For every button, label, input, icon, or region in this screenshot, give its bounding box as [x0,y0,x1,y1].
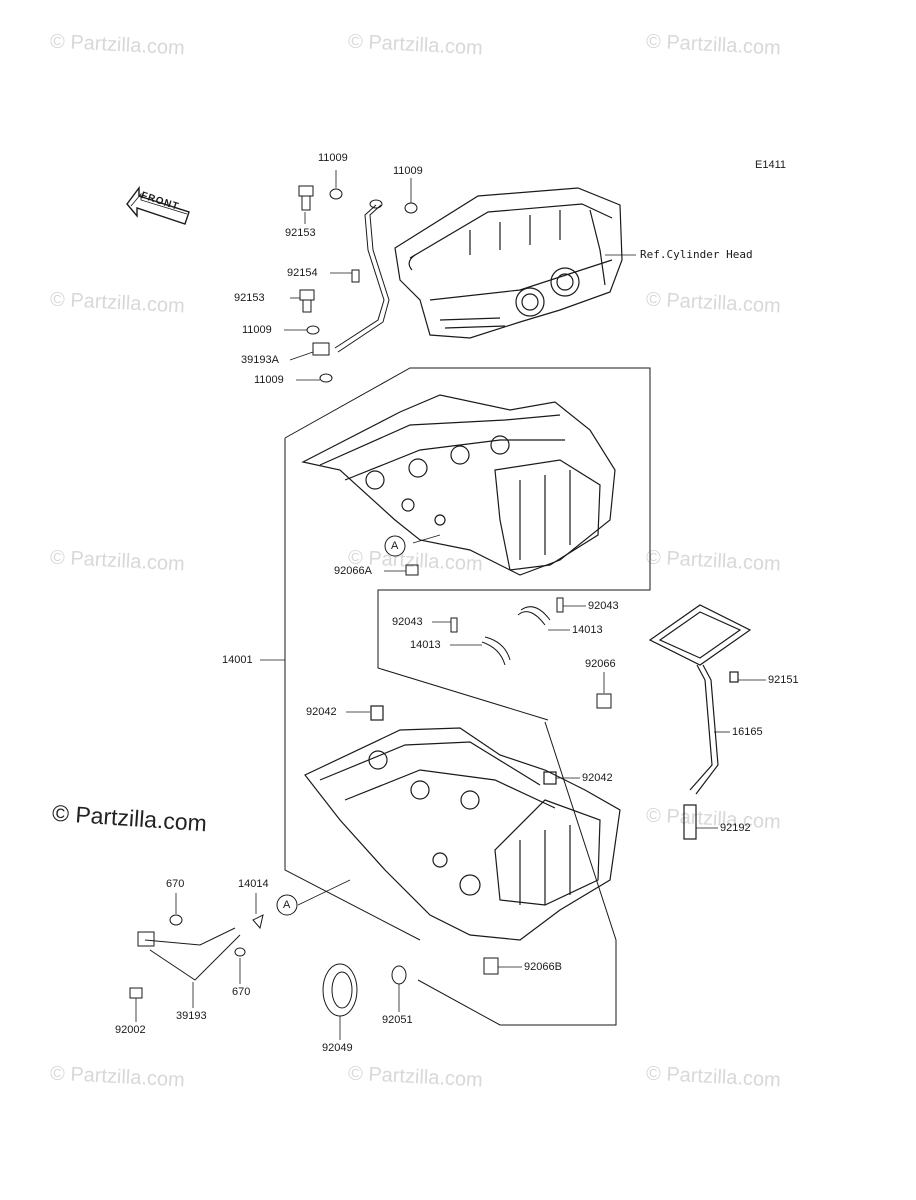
part-number-label[interactable]: 92151 [768,674,799,686]
callout-letter: A [283,899,291,911]
upper-crankcase-drawing [301,394,616,576]
strainer-drawing [648,604,752,840]
lower-crankcase-outline [284,438,617,1026]
breather-pipe-drawing [129,914,264,999]
oil-pipe-drawing [312,199,390,356]
part-number-label[interactable]: 92043 [392,616,423,628]
part-number-label[interactable]: 92066 [585,658,616,670]
part-number-label[interactable]: 16165 [732,726,763,738]
part-number-label[interactable]: 92153 [285,227,316,239]
part-number-label[interactable]: 39193 [176,1010,207,1022]
part-number-label[interactable]: 92154 [287,267,318,279]
part-number-label[interactable]: 14013 [410,639,441,651]
part-number-label[interactable]: 92042 [582,772,613,784]
front-arrow-icon [126,185,190,225]
fittings-drawing [298,185,418,383]
diagram-code: E1411 [755,159,786,171]
bearing-shells-drawing [405,564,564,666]
part-number-label[interactable]: 14001 [222,654,253,666]
part-number-label[interactable]: 11009 [254,374,284,386]
cylinder-head-drawing [394,187,623,339]
part-number-label[interactable]: 92043 [588,600,619,612]
part-number-label[interactable]: 670 [232,986,251,998]
part-number-label[interactable]: 92153 [234,292,265,304]
upper-crankcase-outline [284,367,651,721]
leader-lines [135,170,766,1040]
callout-a-upper [384,535,406,557]
part-number-label[interactable]: 14013 [572,624,603,636]
part-number-label[interactable]: 670 [166,878,185,890]
callout-letter: A [391,540,399,552]
part-number-label[interactable]: 92042 [306,706,337,718]
part-number-label[interactable]: 92002 [115,1024,146,1036]
part-number-label[interactable]: 92066B [524,961,562,973]
part-number-label[interactable]: 11009 [393,165,423,177]
part-number-label[interactable]: 11009 [318,152,348,164]
part-number-label[interactable]: 92192 [720,822,751,834]
part-number-label[interactable]: 92066A [334,565,372,577]
callout-a-lower [276,894,298,916]
part-number-label[interactable]: 92051 [382,1014,413,1026]
lower-crankcase-drawing [304,705,621,941]
ref-cylinder-head-label: Ref.Cylinder Head [640,248,753,261]
part-number-label[interactable]: 11009 [242,324,272,336]
part-number-label[interactable]: 14014 [238,878,269,890]
part-number-label[interactable]: 39193A [241,354,279,366]
part-number-label[interactable]: 92049 [322,1042,353,1054]
